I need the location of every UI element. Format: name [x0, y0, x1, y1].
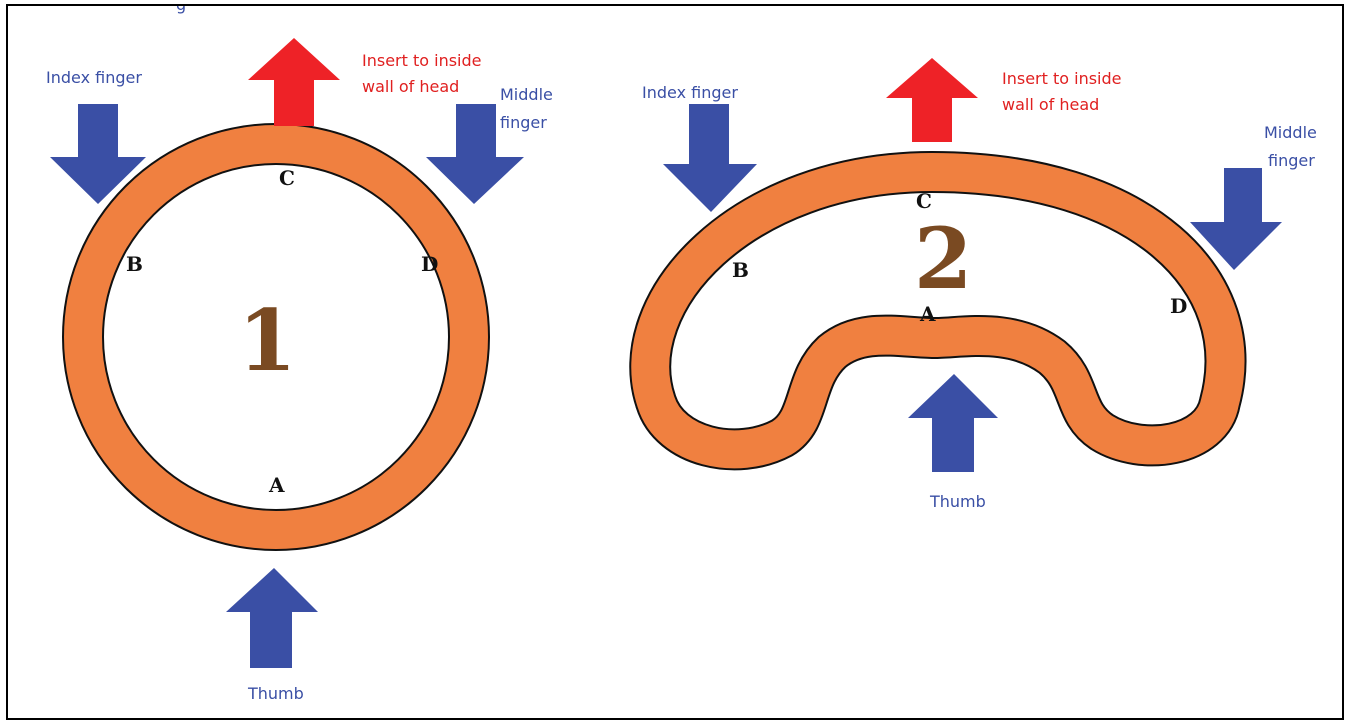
insert-label-line2: wall of head	[362, 77, 459, 96]
point-c-label: C	[279, 166, 295, 190]
point-a-label: A	[919, 302, 936, 326]
arrow-up-icon	[226, 568, 318, 668]
insert-label-line1: Insert to inside	[1002, 69, 1122, 88]
panel-number: 2	[914, 209, 972, 308]
point-d-label: D	[421, 252, 438, 276]
middle-finger-label-line2: finger	[1268, 151, 1315, 170]
ring-1	[64, 125, 488, 549]
middle-finger-label-line1: Middle	[1264, 123, 1317, 142]
thumb-label: Thumb	[929, 492, 986, 511]
insert-label-line2: wall of head	[1002, 95, 1099, 114]
middle-finger-label-line2: finger	[500, 113, 547, 132]
arrow-up-icon	[248, 38, 340, 126]
arrow-up-icon	[886, 58, 978, 142]
panel-2: Index finger Middle finger Insert to ins…	[629, 58, 1317, 511]
thumb-label: Thumb	[247, 684, 304, 703]
arrow-down-icon	[663, 104, 757, 212]
ring-2	[631, 153, 1245, 469]
arrow-down-icon	[426, 104, 524, 204]
diagram-canvas: g Index finger Middle finger Insert to i…	[46, 6, 1317, 703]
panel-1: Index finger Middle finger Insert to ins…	[46, 38, 553, 703]
panel-number: 1	[238, 291, 296, 390]
point-b-label: B	[732, 258, 749, 282]
middle-finger-label-line1: Middle	[500, 85, 553, 104]
point-a-label: A	[268, 473, 285, 497]
arrow-up-icon	[908, 374, 998, 472]
point-c-label: C	[916, 189, 932, 213]
index-finger-label: Index finger	[46, 68, 142, 87]
diagram-frame: g Index finger Middle finger Insert to i…	[6, 4, 1344, 720]
point-b-label: B	[126, 252, 143, 276]
clipped-header-text: g	[176, 6, 186, 14]
insert-label-line1: Insert to inside	[362, 51, 482, 70]
point-d-label: D	[1170, 294, 1187, 318]
arrow-down-icon	[1190, 168, 1282, 270]
index-finger-label: Index finger	[642, 83, 738, 102]
arrow-down-icon	[50, 104, 146, 204]
